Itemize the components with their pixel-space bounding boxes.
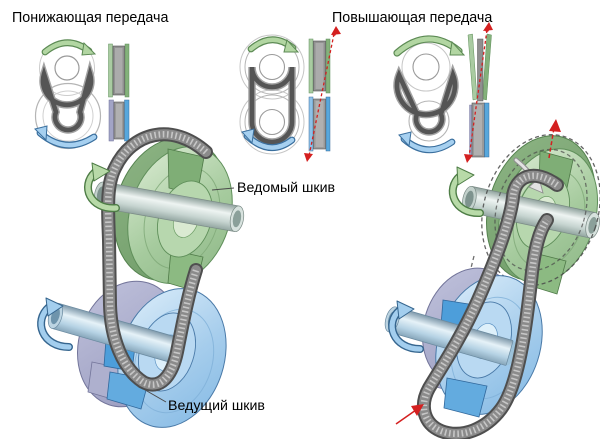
title-reduction-gear: Понижающая передача <box>12 10 168 26</box>
rotation-arrow-green-icon <box>393 35 466 57</box>
overdrive-front-view <box>393 35 466 154</box>
rotation-arrow-green-icon <box>84 162 120 213</box>
leader-line-driving <box>139 386 167 403</box>
belt <box>416 168 564 439</box>
title-overdrive-gear: Повышающая передача <box>332 10 492 26</box>
driven-pulley-label: Ведомый шкив <box>237 180 335 196</box>
belt <box>40 65 94 133</box>
rotation-arrow-green-icon <box>247 36 300 53</box>
transition-front-view <box>239 34 305 155</box>
leader-line-driven <box>211 187 235 191</box>
rotation-arrow-green-icon <box>448 166 484 218</box>
driving-pulley-label: Ведущий шкив <box>168 398 265 414</box>
rotation-arrow-blue-icon <box>37 297 73 351</box>
rotation-arrow-blue-icon <box>388 300 424 353</box>
rotation-arrow-green-icon <box>41 39 97 56</box>
overdrive-3d-illustration <box>384 119 600 439</box>
shift-axis-red-icon <box>464 22 493 163</box>
belt <box>101 127 213 392</box>
reduction-3d-illustration <box>37 127 245 428</box>
shift-axis-red-icon <box>304 26 341 162</box>
shift-arrow-red-top-icon <box>548 119 561 159</box>
overdrive-side-view <box>464 22 493 163</box>
rotation-arrow-blue-icon <box>34 125 98 149</box>
driven-pulley <box>93 137 245 292</box>
rotation-arrow-blue-icon <box>241 128 296 151</box>
driving-pulley <box>47 280 227 428</box>
belt <box>249 66 295 145</box>
reduction-front-view <box>34 39 102 150</box>
transition-side-view <box>304 26 341 162</box>
belt <box>394 68 458 135</box>
shift-arrow-red-bottom-icon <box>395 404 424 425</box>
reduction-side-view <box>108 43 130 142</box>
rotation-arrow-blue-icon <box>398 131 456 154</box>
